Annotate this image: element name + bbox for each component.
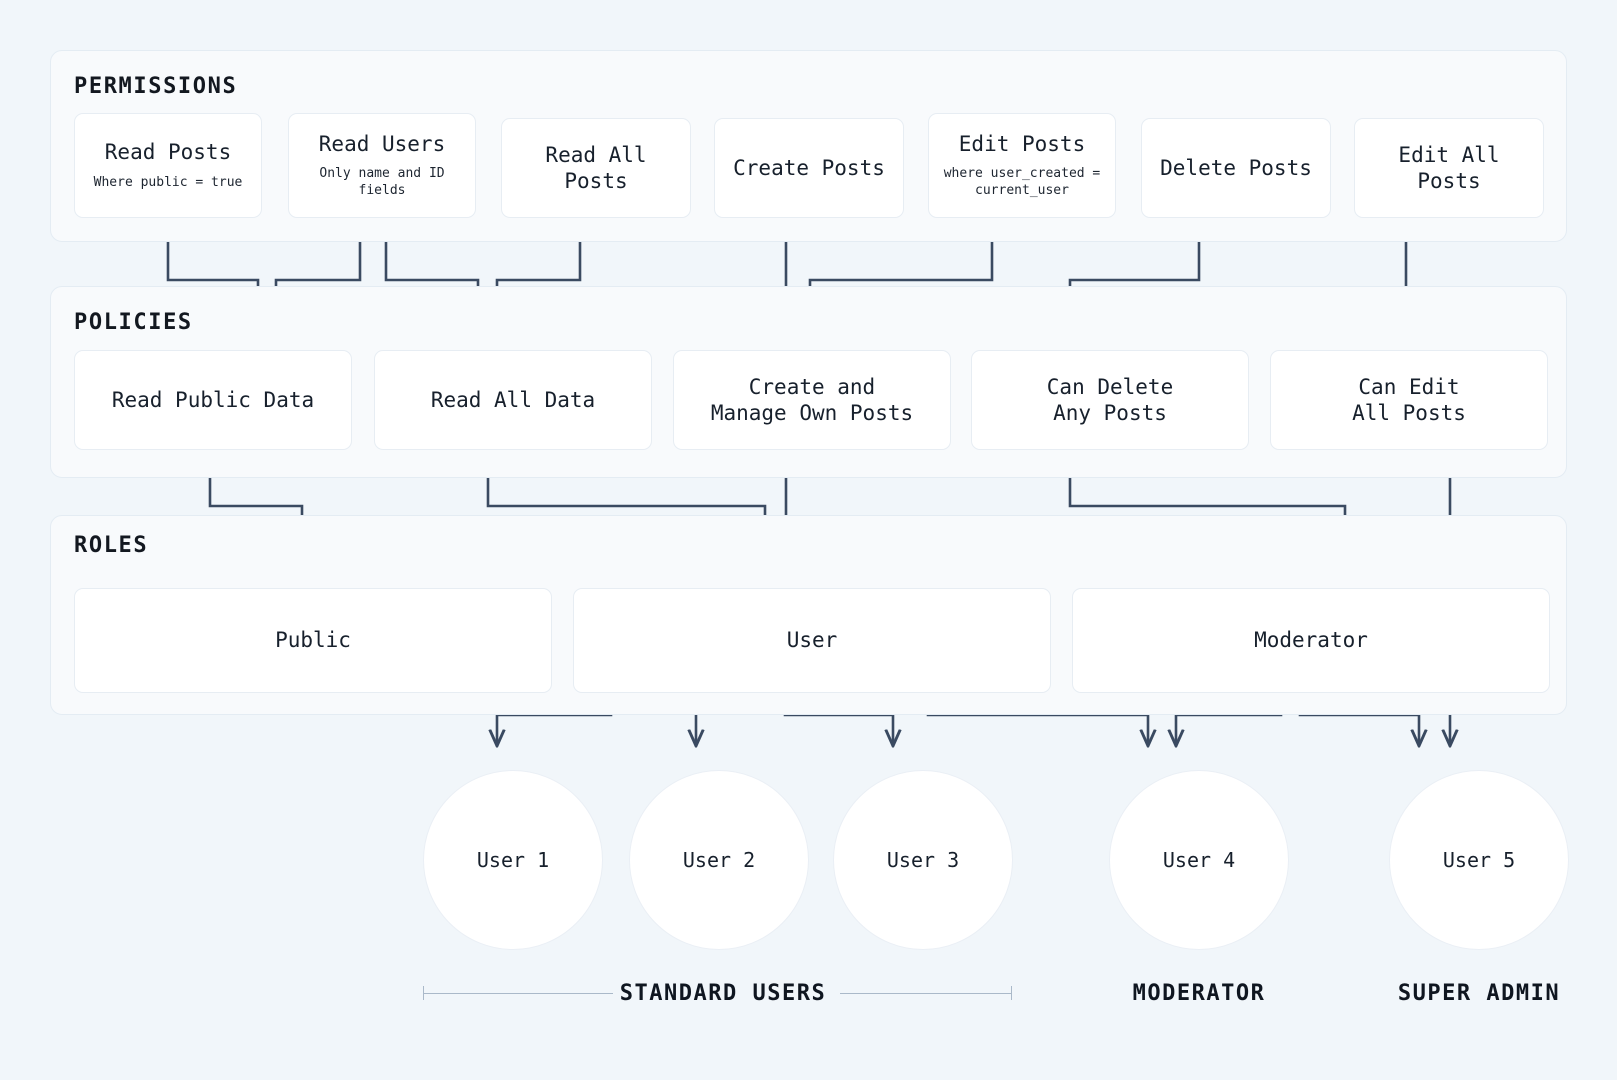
role-card-public[interactable]: Public [74, 588, 552, 693]
user-circle-user-5[interactable]: User 5 [1389, 770, 1569, 950]
policy-card-can-edit-all-posts[interactable]: Can Edit All Posts [1270, 350, 1548, 450]
policy-title: Read Public Data [111, 387, 315, 412]
policy-title: Can Delete Any Posts [1046, 374, 1174, 425]
permission-card-read-users[interactable]: Read Users Only name and ID fields [288, 113, 476, 218]
roles-section-title: ROLES [74, 533, 149, 558]
group-label-standard-users: STANDARD USERS [619, 981, 827, 1006]
policy-title: Create and Manage Own Posts [710, 374, 914, 425]
permission-title: Create Posts [733, 155, 885, 180]
permission-card-read-posts[interactable]: Read Posts Where public = true [74, 113, 262, 218]
permission-title: Read All Posts [545, 142, 647, 193]
permission-title: Edit Posts [958, 131, 1086, 156]
group-label-moderator: MODERATOR [1132, 981, 1266, 1006]
permission-card-delete-posts[interactable]: Delete Posts [1141, 118, 1331, 218]
permission-title: Edit All Posts [1398, 142, 1500, 193]
standard-users-bracket-left [423, 986, 613, 1000]
group-label-super-admin: SUPER ADMIN [1397, 981, 1561, 1006]
standard-users-bracket-right [840, 986, 1012, 1000]
role-title: User [786, 628, 838, 653]
role-title: Moderator [1254, 628, 1368, 653]
role-title: Public [275, 628, 351, 653]
user-circle-user-4[interactable]: User 4 [1109, 770, 1289, 950]
permission-title: Read Users [318, 131, 446, 156]
permission-title: Delete Posts [1160, 155, 1312, 180]
policy-card-read-all-data[interactable]: Read All Data [374, 350, 652, 450]
permission-card-create-posts[interactable]: Create Posts [714, 118, 904, 218]
policy-card-create-manage-own-posts[interactable]: Create and Manage Own Posts [673, 350, 951, 450]
permission-subtitle: Only name and ID fields [319, 166, 445, 199]
policies-section-title: POLICIES [74, 310, 193, 335]
permission-title: Read Posts [104, 140, 232, 165]
user-circle-label: User 1 [476, 848, 550, 872]
policy-title: Can Edit All Posts [1352, 374, 1466, 425]
permission-subtitle: Where public = true [93, 174, 243, 190]
user-circle-label: User 3 [886, 848, 960, 872]
user-circle-user-2[interactable]: User 2 [629, 770, 809, 950]
user-circle-user-1[interactable]: User 1 [423, 770, 603, 950]
role-card-moderator[interactable]: Moderator [1072, 588, 1550, 693]
permission-card-read-all-posts[interactable]: Read All Posts [501, 118, 691, 218]
policy-card-read-public-data[interactable]: Read Public Data [74, 350, 352, 450]
policy-card-can-delete-any-posts[interactable]: Can Delete Any Posts [971, 350, 1249, 450]
permission-card-edit-all-posts[interactable]: Edit All Posts [1354, 118, 1544, 218]
policy-title: Read All Data [430, 387, 596, 412]
user-circle-user-3[interactable]: User 3 [833, 770, 1013, 950]
permission-card-edit-posts[interactable]: Edit Posts where user_created = current_… [928, 113, 1116, 218]
user-circle-label: User 2 [682, 848, 756, 872]
user-circle-label: User 5 [1442, 848, 1516, 872]
user-circle-label: User 4 [1162, 848, 1236, 872]
permissions-section-title: PERMISSIONS [74, 74, 238, 99]
role-card-user[interactable]: User [573, 588, 1051, 693]
permission-subtitle: where user_created = current_user [943, 166, 1101, 199]
